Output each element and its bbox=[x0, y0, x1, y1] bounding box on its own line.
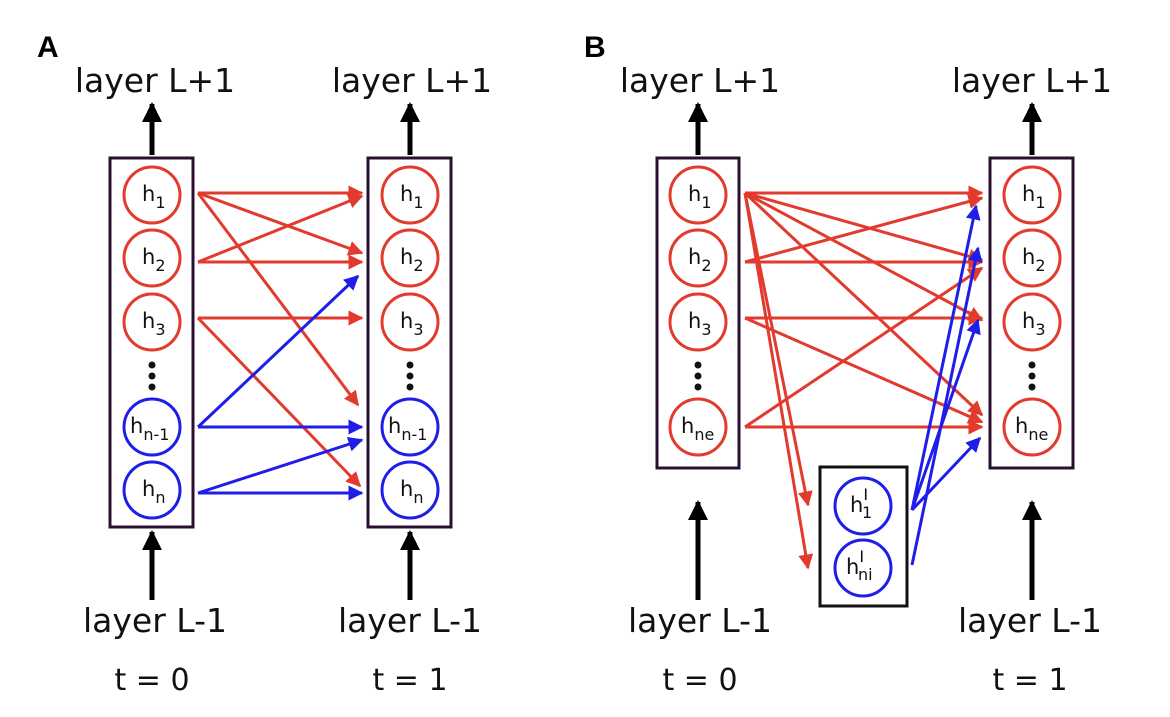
b-col0-top-label: layer L+1 bbox=[620, 61, 780, 100]
a-col1-node-h2: h2 bbox=[380, 228, 440, 288]
b-col0-node-hne: hne bbox=[668, 397, 728, 457]
svg-text:hn-1: hn-1 bbox=[130, 414, 169, 444]
svg-text:hn: hn bbox=[400, 477, 423, 507]
b-col0-node-h2: h2 bbox=[668, 228, 728, 288]
a-edge-hn-hn-1 bbox=[197, 437, 364, 495]
b-connections bbox=[743, 185, 984, 570]
b-col0-ellipsis bbox=[694, 361, 702, 391]
b-edge-hini-h2 bbox=[910, 246, 983, 566]
b-edge-h1-hne bbox=[743, 191, 984, 417]
b-col0-box bbox=[655, 156, 741, 470]
svg-text:hne: hne bbox=[681, 414, 714, 444]
svg-text:h3: h3 bbox=[400, 309, 424, 339]
panel-b-label: B bbox=[584, 31, 606, 64]
panel-b: B layer L+1 layer L+1 layer L-1 layer L-… bbox=[584, 31, 1112, 698]
a-time-0-label: t = 0 bbox=[114, 663, 189, 698]
svg-text:h2: h2 bbox=[400, 245, 424, 275]
b-edge-h1-hini bbox=[743, 192, 814, 570]
a-col0-box bbox=[108, 156, 195, 529]
b-edge-hne-h2 bbox=[744, 266, 984, 429]
b-col1-box bbox=[988, 156, 1075, 470]
a-col0-node-h2: h2 bbox=[122, 228, 182, 288]
a-col0-node-hn-1: hn-1 bbox=[122, 397, 182, 457]
b-col0-node-h3: h3 bbox=[668, 292, 728, 352]
a-col0-ellipsis bbox=[148, 361, 156, 391]
a-col1-box bbox=[366, 156, 453, 529]
a-col0-node-hn: hn bbox=[122, 460, 182, 520]
b-col1-ellipsis bbox=[1028, 361, 1036, 391]
a-col1-bottom-label: layer L-1 bbox=[338, 601, 482, 640]
svg-text:hn-1: hn-1 bbox=[388, 414, 427, 444]
svg-text:hI1: hI1 bbox=[850, 485, 872, 522]
a-col0-top-label: layer L+1 bbox=[75, 61, 235, 100]
svg-text:h1: h1 bbox=[688, 182, 712, 212]
a-col0-bottom-label: layer L-1 bbox=[83, 601, 227, 640]
a-col1-node-h1: h1 bbox=[380, 165, 440, 225]
svg-text:h1: h1 bbox=[400, 182, 424, 212]
a-edge-h2-h1 bbox=[197, 194, 364, 264]
b-time-1-label: t = 1 bbox=[992, 663, 1067, 698]
a-col0-node-h3: h3 bbox=[122, 292, 182, 352]
a-edge-h1-hn-1 bbox=[196, 192, 360, 407]
b-col1-node-h2: h2 bbox=[1002, 228, 1062, 288]
svg-text:hne: hne bbox=[1015, 414, 1048, 444]
b-col1-node-h3: h3 bbox=[1002, 292, 1062, 352]
b-col1-bottom-label: layer L-1 bbox=[958, 601, 1102, 640]
b-col0-node-h1: h1 bbox=[668, 165, 728, 225]
b-edge-h1-h3 bbox=[744, 191, 984, 322]
svg-text:hn: hn bbox=[142, 477, 165, 507]
b-col0-bottom-label: layer L-1 bbox=[628, 601, 772, 640]
b-col1-top-label: layer L+1 bbox=[952, 61, 1112, 100]
b-edge-h1-h2 bbox=[744, 191, 984, 264]
b-inhibitory-box bbox=[818, 465, 909, 608]
a-connections bbox=[196, 185, 364, 501]
svg-text:h1: h1 bbox=[142, 182, 166, 212]
b-col1-node-hne: hne bbox=[1002, 397, 1062, 457]
a-edge-hn-1-h3 bbox=[196, 274, 360, 429]
svg-text:h1: h1 bbox=[1022, 182, 1046, 212]
a-time-1-label: t = 1 bbox=[372, 663, 447, 698]
b-edge-h3-hne bbox=[744, 316, 984, 424]
a-col1-top-label: layer L+1 bbox=[332, 61, 492, 100]
svg-text:h2: h2 bbox=[142, 245, 166, 275]
b-edge-hi1-h1 bbox=[910, 204, 981, 511]
svg-text:h2: h2 bbox=[688, 245, 712, 275]
b-col1-node-h1: h1 bbox=[1002, 165, 1062, 225]
panel-a-label: A bbox=[37, 31, 59, 64]
panel-a: A layer L+1 layer L+1 layer L-1 layer L-… bbox=[37, 31, 492, 698]
svg-text:h2: h2 bbox=[1022, 245, 1046, 275]
a-col1-node-hn: hn bbox=[380, 460, 440, 520]
a-col1-node-hn-1: hn-1 bbox=[380, 397, 440, 457]
svg-text:h3: h3 bbox=[142, 309, 166, 339]
a-col1-node-h3: h3 bbox=[380, 292, 440, 352]
b-edge-hi1-hne bbox=[910, 436, 982, 512]
a-col0-node-h1: h1 bbox=[122, 165, 182, 225]
a-col1-ellipsis bbox=[406, 361, 414, 391]
b-edge-h1-hi1 bbox=[743, 192, 813, 507]
a-edge-h1-h2 bbox=[197, 191, 364, 256]
b-time-0-label: t = 0 bbox=[662, 663, 737, 698]
b-edge-hi1-h3 bbox=[910, 318, 981, 511]
svg-text:h3: h3 bbox=[688, 309, 712, 339]
b-edge-h2-h1 bbox=[744, 194, 984, 264]
a-edge-h3-hn bbox=[196, 316, 362, 488]
svg-text:h3: h3 bbox=[1022, 309, 1046, 339]
